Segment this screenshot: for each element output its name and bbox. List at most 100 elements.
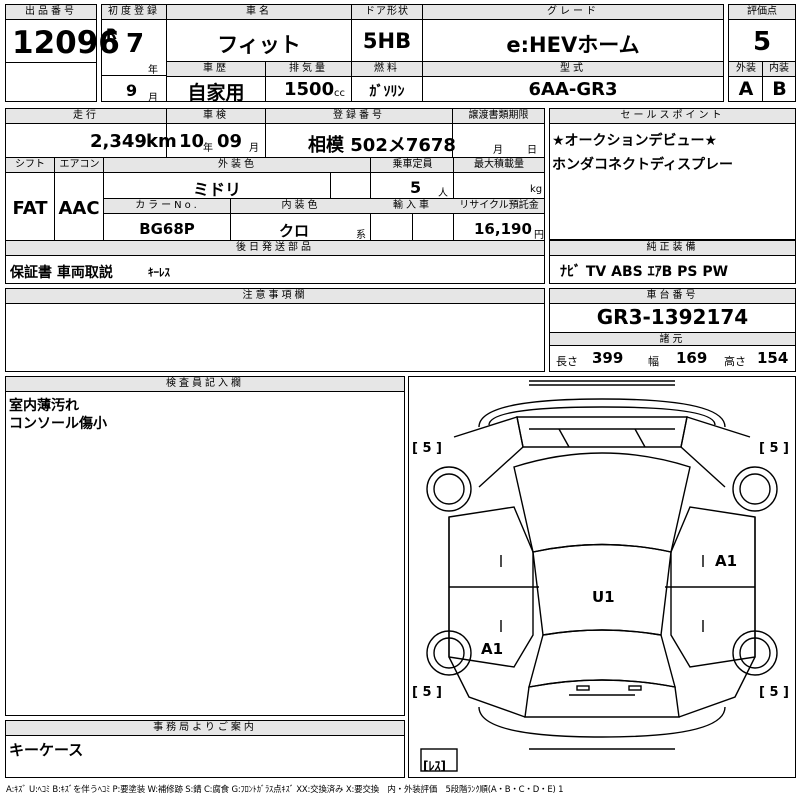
inspect-year: 10 xyxy=(179,131,205,152)
grade-label: グレード xyxy=(423,5,723,20)
office-label: 事務局よりご案内 xyxy=(6,721,404,736)
car-diagram xyxy=(420,380,778,772)
score-label: 評価点 xyxy=(729,5,795,20)
capacity-unit: 人 xyxy=(438,188,448,199)
height: 154 xyxy=(757,349,789,367)
equipment: ﾅﾋﾞ TV ABS ｴｱB PS PW xyxy=(560,264,729,280)
inspect-month-unit: 月 xyxy=(249,143,259,154)
chassis-label: 車台番号 xyxy=(550,289,795,304)
int-label: 内装 xyxy=(762,62,795,77)
equip-label: 純正装備 xyxy=(550,241,795,256)
recycle-label: リサイクル預託金 xyxy=(454,199,544,214)
tire-rear-right: [ 5 ] xyxy=(759,685,789,700)
car-diagram-box: [ 5 ] [ 5 ] [ 5 ] [ 5 ] U1 A1 A1 [ﾚｽ] xyxy=(408,376,796,778)
parts-value-2: ｷｰﾚｽ xyxy=(148,266,170,279)
sales-point-1: ★オークションデビュー★ xyxy=(552,133,718,149)
inspect-label: 車検 xyxy=(167,109,265,124)
model-code: 6AA-GR3 xyxy=(528,79,618,100)
interior-unit: 系 xyxy=(356,230,366,241)
car-name: フィット xyxy=(217,33,301,57)
history-box: 車歴 自家用 xyxy=(166,61,266,104)
door: 5HB xyxy=(362,29,412,53)
inspect-year-unit: 年 xyxy=(203,143,213,154)
equipment-box: 純正装備 ﾅﾋﾞ TV ABS ｴｱB PS PW xyxy=(549,240,796,284)
transfer-box: 譲渡書類期限 月 日 xyxy=(452,108,545,158)
int-grade: B xyxy=(772,78,787,100)
displacement: 1500 xyxy=(284,79,335,100)
color-label: 外装色 xyxy=(103,158,371,173)
sales-point-box: セールスポイント ★オークションデビュー★ ホンダコネクトディスプレー xyxy=(549,108,796,240)
damage-mark-a1-right: A1 xyxy=(715,552,738,570)
chassis-number: GR3-1392174 xyxy=(596,305,749,329)
car-name-box: 車名 フィット xyxy=(166,4,352,62)
score: 5 xyxy=(752,27,772,57)
registration-box: 登録番号 相模 502メ7678 xyxy=(265,108,456,158)
first-reg-label: 初度登録 xyxy=(102,5,166,20)
shift: FAT xyxy=(12,198,48,219)
parts-value: 保証書 車両取説 xyxy=(10,265,113,281)
inspector-box: 検査員記入欄 室内薄汚れ コンソール傷小 xyxy=(5,376,405,716)
damage-mark-a1-left: A1 xyxy=(481,640,504,658)
recycle-unit: 円 xyxy=(534,230,544,241)
transfer-month: 月 xyxy=(493,145,503,156)
length: 399 xyxy=(592,349,624,367)
notes-box: 注意事項欄 xyxy=(5,288,545,372)
door-box: ドア形状 5HB xyxy=(351,4,423,62)
grade: e:HEVホーム xyxy=(506,33,640,57)
model-label: 型式 xyxy=(423,62,723,77)
office-note: キーケース xyxy=(9,741,84,759)
lot-box: 出品番号 12096 xyxy=(5,4,120,102)
recycle-fee: 16,190 xyxy=(474,220,532,238)
mileage-box: 走行 2,349 km xyxy=(5,108,177,158)
fuel-box: 燃料 ｶﾞｿﾘﾝ xyxy=(351,61,423,102)
shift-label: シフト xyxy=(6,158,54,173)
tire-front-left: [ 5 ] xyxy=(412,441,442,456)
chassis-box: 車台番号 GR3-1392174 諸元 長さ 399 幅 169 高さ 154 xyxy=(549,288,796,372)
car-name-label: 車名 xyxy=(167,5,351,20)
capacity-label: 乗車定員 xyxy=(370,158,454,173)
first-reg-box: 初度登録 R 7 年 9 月 xyxy=(101,4,167,104)
disp-box: 排気量 1500 cc xyxy=(265,61,352,102)
dims-label: 諸元 xyxy=(550,332,795,346)
sales-point-2: ホンダコネクトディスプレー xyxy=(552,157,734,173)
spare-tire-status: [ﾚｽ] xyxy=(423,759,446,773)
transfer-label: 譲渡書類期限 xyxy=(453,109,544,124)
reg-number: 相模 502メ7678 xyxy=(308,135,456,156)
mileage-label: 走行 xyxy=(6,109,166,124)
width-label: 幅 xyxy=(648,355,659,368)
parts-box: 後日発送部品 保証書 車両取説 ｷｰﾚｽ xyxy=(5,240,545,284)
length-label: 長さ xyxy=(556,355,578,368)
exterior-color: ミドリ xyxy=(192,180,241,199)
inspector-note-2: コンソール傷小 xyxy=(9,416,107,432)
width: 169 xyxy=(676,349,708,367)
interior-color: クロ xyxy=(278,222,309,240)
mileage: 2,349 xyxy=(90,131,147,152)
spec-box: シフト エアコン 外装色 乗車定員 最大積載量 FAT AAC ミドリ 5 人 … xyxy=(5,157,545,241)
notes-label: 注意事項欄 xyxy=(6,289,544,304)
inspector-note-1: 室内薄汚れ xyxy=(9,398,79,414)
mileage-unit: km xyxy=(146,131,177,152)
load-unit: kg xyxy=(530,184,543,195)
office-box: 事務局よりご案内 キーケース xyxy=(5,720,405,778)
inspect-month: 09 xyxy=(217,131,243,152)
legend: A:ｷｽﾞ U:ﾍｺﾐ B:ｷｽﾞを伴うﾍｺﾐ P:要塗装 W:補修跡 S:錆 … xyxy=(6,785,564,795)
fuel: ｶﾞｿﾘﾝ xyxy=(369,84,405,100)
transfer-day: 日 xyxy=(527,145,537,156)
ac-label: エアコン xyxy=(54,158,104,173)
parts-label: 後日発送部品 xyxy=(6,241,544,256)
ext-grade: A xyxy=(738,78,754,100)
lot-label: 出品番号 xyxy=(6,5,96,20)
tire-front-right: [ 5 ] xyxy=(759,441,789,456)
interior-label: 内装色 xyxy=(230,199,371,214)
score-box: 評価点 5 xyxy=(728,4,796,62)
inspector-label: 検査員記入欄 xyxy=(6,377,404,392)
fuel-label: 燃料 xyxy=(352,62,422,77)
ext-label: 外装 xyxy=(729,62,763,77)
history: 自家用 xyxy=(187,82,245,104)
year: 7 xyxy=(126,29,145,59)
inspection-box: 車検 10 年 09 月 xyxy=(166,108,266,158)
month: 9 xyxy=(126,81,138,100)
year-unit: 年 xyxy=(148,65,158,76)
ext-int-box: 外装 内装 A B xyxy=(728,61,796,102)
height-label: 高さ xyxy=(724,355,746,368)
